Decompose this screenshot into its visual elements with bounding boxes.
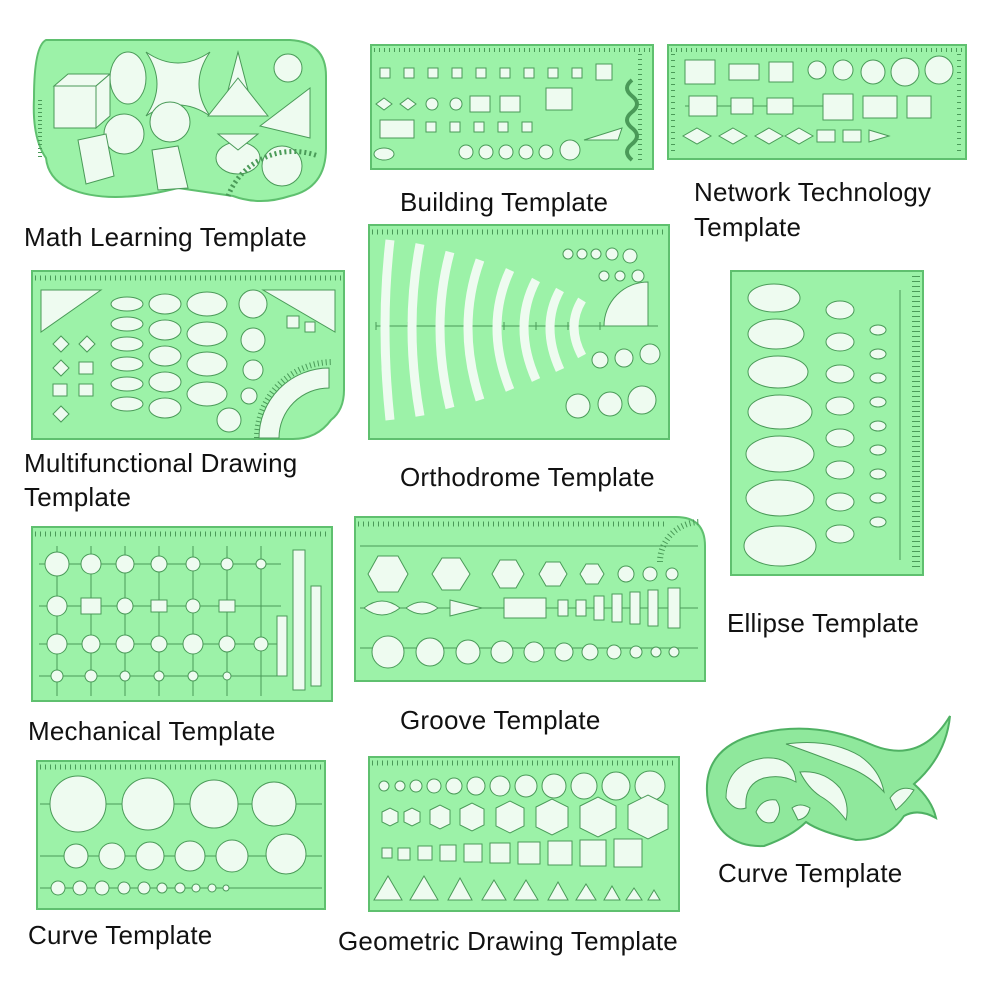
multifunctional-drawing-template-caption-line-2: Template — [24, 482, 132, 512]
building-template-caption: Building Template — [400, 187, 609, 217]
building-template — [370, 44, 654, 170]
math-learning-template-caption: Math Learning Template — [24, 222, 307, 252]
orthodrome-template-caption: Orthodrome Template — [400, 462, 655, 492]
ellipse-template — [730, 270, 924, 576]
groove-template — [354, 516, 706, 682]
geometric-drawing-template-caption: Geometric Drawing Template — [338, 926, 678, 956]
ellipse-template-caption: Ellipse Template — [727, 608, 920, 638]
circle-curve-template — [36, 760, 326, 910]
circle-curve-template-caption: Curve Template — [28, 920, 213, 950]
mechanical-template — [31, 526, 333, 702]
network-technology-template-caption-line-1: Network Technology — [694, 177, 932, 207]
mechanical-template-caption: Mechanical Template — [28, 716, 276, 746]
french-curve-template-caption: Curve Template — [718, 858, 903, 888]
multifunctional-drawing-template — [31, 270, 345, 440]
french-curve-template — [700, 712, 954, 852]
groove-template-caption: Groove Template — [400, 705, 601, 735]
network-technology-template — [667, 44, 967, 160]
geometric-drawing-template — [368, 756, 680, 912]
orthodrome-template — [368, 224, 670, 440]
math-learning-template — [28, 38, 328, 208]
multifunctional-drawing-template-caption-line-1: Multifunctional Drawing — [24, 448, 298, 478]
network-technology-template-caption-line-2: Template — [694, 212, 802, 242]
